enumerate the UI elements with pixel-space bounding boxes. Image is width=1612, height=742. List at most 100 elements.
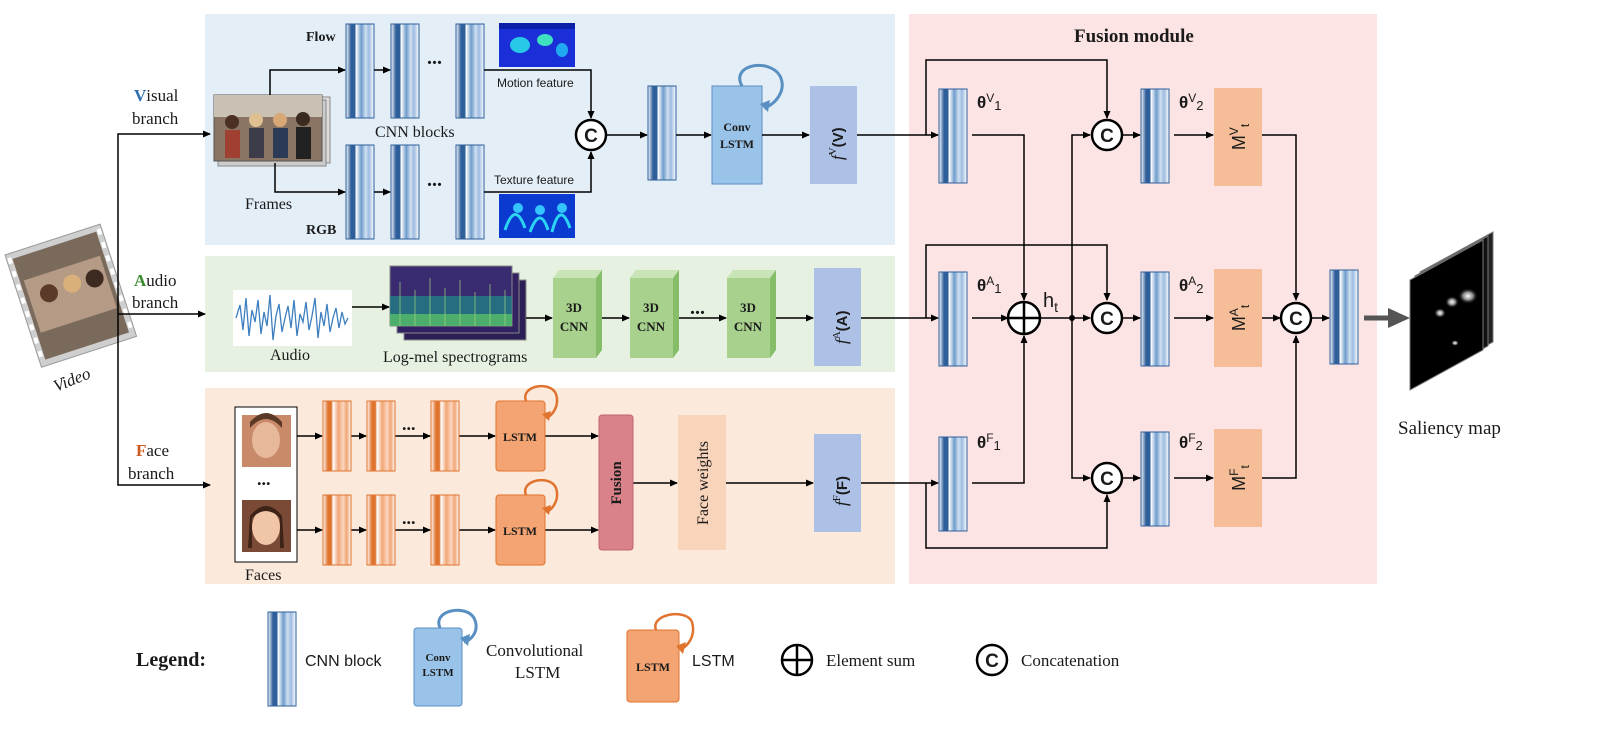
theta-a1-label: θA1 (977, 274, 1001, 296)
rgb-label: RGB (306, 223, 336, 238)
svg-text:Conv: Conv (425, 652, 451, 664)
svg-text:C: C (1100, 469, 1114, 490)
log-mel-spectrogram-stack (389, 265, 527, 341)
saliency-map-stack (1409, 231, 1494, 391)
legend-element-sum-icon (780, 643, 814, 677)
rgb-cnn-block-2 (390, 144, 420, 240)
face-branch-panel (205, 388, 895, 584)
face2-lstm-block: LSTM (495, 478, 559, 566)
video-label: Video (50, 364, 93, 396)
ht-junction-dot (1069, 315, 1075, 321)
rgb-cnn-block-1 (345, 144, 375, 240)
visual-concat-node: C (574, 118, 608, 152)
texture-feature-label: Texture feature (494, 173, 574, 187)
audio-waveform (233, 290, 352, 346)
frames-connectors (269, 66, 346, 196)
ht-label: ht (1043, 290, 1058, 315)
face2-cnn-block-3 (430, 494, 460, 566)
face2-cnn-block-2 (366, 494, 396, 566)
theta-v2-block (1140, 88, 1170, 184)
rgb-ellipsis: ... (427, 169, 442, 191)
svg-text:Face weights: Face weights (695, 441, 712, 525)
svg-text:C: C (985, 651, 999, 672)
theta-a2-label: θA2 (1179, 274, 1203, 296)
3d-cnn-block-1: 3D CNN (553, 270, 602, 358)
visual-branch-label: Visual (134, 86, 179, 105)
m-face-box: MFt (1214, 429, 1262, 527)
motion-feature-map (499, 23, 575, 67)
theta-f1-block (938, 436, 968, 532)
frames-image (213, 94, 331, 167)
audio-branch-label: Audio (134, 271, 177, 290)
legend-title: Legend: (136, 649, 206, 671)
legend-element-sum-label: Element sum (826, 651, 915, 670)
face1-lstm-block: LSTM (495, 384, 559, 472)
feature-to-concat-arrows (484, 69, 595, 193)
face-branch-label: Face (136, 441, 169, 460)
face1-cnn-block-3 (430, 400, 460, 472)
rgb-cnn-block-3 (455, 144, 485, 240)
theta-v2-label: θV2 (1179, 91, 1203, 113)
flow-ellipsis: ... (427, 47, 442, 69)
svg-text:LSTM: LSTM (503, 430, 537, 444)
face2-ellipsis: ... (402, 508, 416, 528)
svg-text:LSTM: LSTM (720, 137, 754, 151)
cnn-blocks-label: CNN blocks (375, 124, 455, 141)
svg-text:LSTM: LSTM (636, 660, 670, 674)
audio-ellipsis: ... (690, 297, 705, 319)
3d-cnn-block-3: 3D CNN (727, 270, 776, 358)
faces-label: Faces (245, 567, 281, 584)
spectrograms-label: Log-mel spectrograms (383, 349, 527, 366)
face2-cnn-block-1 (322, 494, 352, 566)
svg-text:C: C (1100, 126, 1114, 147)
output-arrow (1364, 308, 1410, 328)
f-face-box: fF(F) (814, 434, 861, 532)
legend-conv-lstm-label-2: LSTM (515, 663, 560, 682)
legend-concatenation-label: Concatenation (1021, 651, 1120, 670)
f-audio-box: fA(A) (814, 268, 861, 366)
theta-f2-label: θF2 (1179, 431, 1203, 453)
fusion-input-arrows (857, 59, 1330, 549)
face1-cnn-block-1 (322, 400, 352, 472)
legend-lstm-icon: LSTM (626, 613, 695, 703)
svg-text:fA(A): fA(A) (831, 310, 851, 344)
legend-concatenation-icon: C (975, 643, 1009, 677)
legend-conv-lstm-label-1: Convolutional (486, 641, 584, 660)
svg-text:3D: 3D (566, 300, 582, 315)
legend-conv-lstm-icon: Conv LSTM (413, 608, 478, 707)
theta-a2-block (1140, 271, 1170, 367)
texture-feature-map (499, 194, 575, 238)
svg-text:3D: 3D (740, 300, 756, 315)
legend-lstm-label: LSTM (692, 653, 735, 670)
faces-image-frame (234, 406, 298, 563)
audio-label: Audio (270, 347, 310, 364)
flow-cnn-block-2 (390, 23, 420, 119)
output-cnn-block (1329, 269, 1359, 365)
theta-f1-label: θF1 (977, 431, 1001, 453)
svg-text:fF(F): fF(F) (831, 476, 851, 506)
final-concat-node: C (1279, 301, 1313, 335)
face-arrows (297, 432, 814, 534)
face-branch-label-2: branch (128, 464, 175, 483)
m-audio-box: MAt (1214, 269, 1262, 367)
svg-text:Fusion: Fusion (609, 461, 625, 505)
visual-branch-label-2: branch (132, 109, 179, 128)
svg-text:Conv: Conv (723, 120, 750, 134)
faces-dots: ... (257, 469, 271, 489)
motion-feature-label: Motion feature (497, 76, 574, 90)
branch-connectors (117, 130, 211, 489)
f-visual-box: fV(V) (810, 86, 857, 184)
svg-text:CNN: CNN (637, 319, 666, 334)
theta-f2-block (1140, 431, 1170, 527)
svg-text:C: C (1289, 309, 1303, 330)
legend-cnn-block-icon (267, 611, 297, 707)
legend-cnn-block-label: CNN block (305, 653, 382, 670)
svg-text:MAt: MAt (1227, 304, 1252, 331)
svg-text:MVt: MVt (1227, 123, 1252, 150)
visual-post-cnn-block (647, 85, 677, 181)
fusion-concat-v: C (1090, 118, 1124, 152)
saliency-map-label: Saliency map (1398, 418, 1501, 439)
face-fusion-block: Fusion (598, 414, 634, 551)
svg-text:3D: 3D (643, 300, 659, 315)
